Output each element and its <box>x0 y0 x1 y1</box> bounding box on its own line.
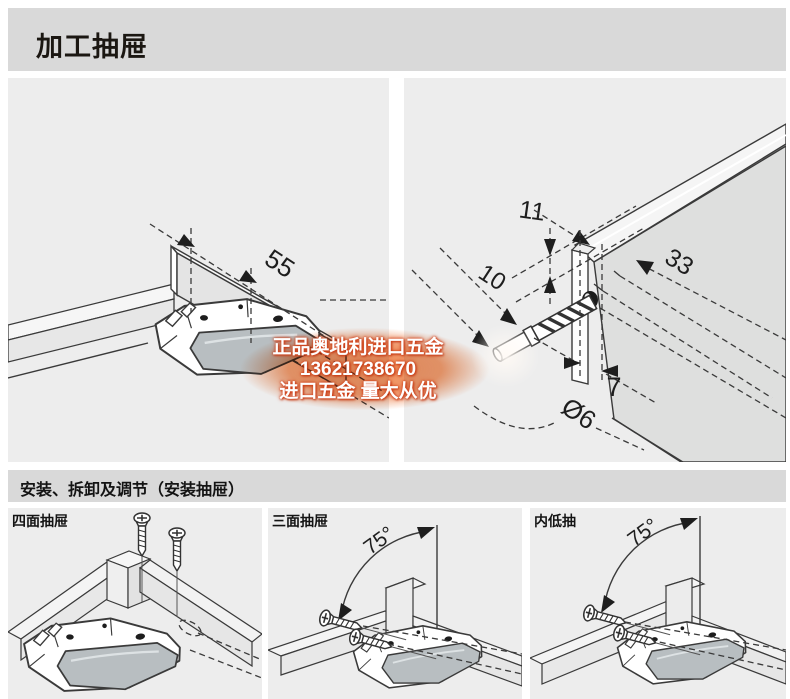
page-title: 加工抽屉 <box>36 32 148 62</box>
four-sided-drawing <box>8 512 262 697</box>
dimension-7-label: 7 <box>606 372 621 402</box>
screw-axis-dash <box>624 621 786 651</box>
panel-label-three-sided: 三面抽屉 <box>272 513 328 529</box>
dimension-diameter-label: Ø6 <box>556 391 601 435</box>
inner-low-drawing: 75° <box>530 514 786 686</box>
screw-axis-dash <box>362 625 522 655</box>
drilling-drawing: 11 33 10 <box>411 123 786 462</box>
drawer-bottom-board <box>570 123 786 462</box>
mount-position-dashes <box>178 619 262 679</box>
screw-axis-dash <box>649 639 786 671</box>
dimension-11-label: 11 <box>517 195 547 226</box>
angle-75-label: 75° <box>624 514 663 551</box>
dimension-10: 10 <box>411 247 517 347</box>
panel-side-fixing-diagram: 55 <box>8 78 389 462</box>
latch-device-icon <box>151 293 323 383</box>
panel-inner-low-drawer: 内低抽 75° <box>530 508 786 699</box>
panel-three-sided-drawer: 三面抽屉 75° <box>268 508 522 699</box>
side-fixing-drawing: 55 <box>8 223 389 419</box>
panel-four-sided-drawer: 四面抽屉 <box>8 508 262 699</box>
three-sided-drawing: 75° <box>268 522 522 690</box>
dimension-7: 7 <box>533 230 657 404</box>
panel-label-inner-low: 内低抽 <box>534 513 576 529</box>
screw-axis-dash <box>387 643 522 675</box>
dimension-55-label: 55 <box>260 243 301 284</box>
section-band: 安装、拆卸及调节（安装抽屉） <box>8 470 786 502</box>
panel-drilling-diagram: 11 33 10 <box>404 78 786 462</box>
drawer-rail <box>8 283 175 379</box>
title-band: 加工抽屉 <box>8 8 786 71</box>
dimension-10-label: 10 <box>474 259 511 296</box>
dimension-11: 11 <box>511 195 645 308</box>
angle-75-label: 75° <box>360 522 399 559</box>
panel-label-four-sided: 四面抽屉 <box>12 513 68 529</box>
section-title: 安装、拆卸及调节（安装抽屉） <box>20 482 245 499</box>
